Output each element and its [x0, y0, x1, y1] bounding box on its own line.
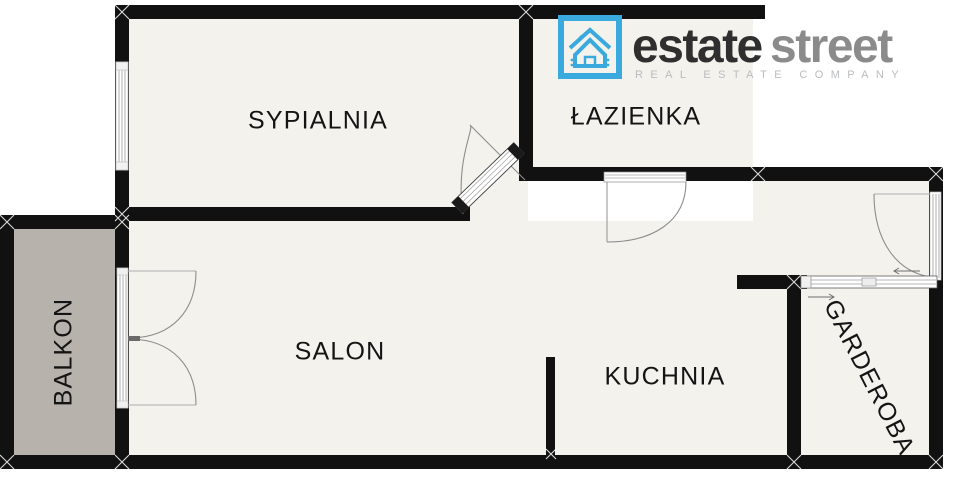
wall-corner-ticks [0, 4, 944, 470]
wall-top-outer [115, 5, 765, 19]
room-label-sypialnia: SYPIALNIA [248, 107, 388, 135]
room-area-garderoba [800, 283, 943, 468]
logo-tagline: REAL ESTATE COMPANY [635, 69, 906, 81]
window-bedroom-left[interactable] [115, 61, 129, 171]
room-area-lazienka [528, 17, 753, 175]
room-area-salon [128, 221, 753, 468]
room-label-lazienka: ŁAZIENKA [571, 103, 701, 131]
room-area-balkon [13, 226, 125, 468]
door-garderoba-sliding[interactable] [800, 267, 938, 301]
wall-balcony-left [0, 215, 14, 468]
sliding-arrow-right-icon [808, 293, 835, 301]
room-label-salon: SALON [295, 338, 386, 366]
logo-word-street: street [770, 20, 893, 73]
wall-kitchen-partition [546, 357, 555, 459]
wall-bedroom-salon [115, 207, 470, 221]
logo-word-estate: estate [632, 20, 763, 73]
brand-logo[interactable]: estate street REAL ESTATE COMPANY [558, 15, 906, 81]
wall-balcony-bottom [0, 455, 129, 469]
room-fills [13, 17, 943, 468]
room-label-balkon: BALKON [50, 298, 78, 407]
door-balcony-double[interactable] [116, 267, 197, 409]
wall-bottom-outer [115, 455, 943, 469]
door-bedroom-diagonal[interactable] [451, 124, 526, 215]
house-in-square-logo-icon [558, 15, 622, 79]
sliding-arrow-left-icon [893, 267, 920, 275]
wall-right-upper [751, 167, 943, 181]
door-bathroom[interactable] [603, 171, 687, 243]
wall-garderoba-left [787, 275, 801, 465]
wall-balcony-top [0, 215, 129, 229]
door-entrance-right[interactable] [873, 191, 942, 281]
wall-bathroom-left [519, 5, 533, 181]
room-label-kuchnia: KUCHNIA [605, 363, 726, 391]
